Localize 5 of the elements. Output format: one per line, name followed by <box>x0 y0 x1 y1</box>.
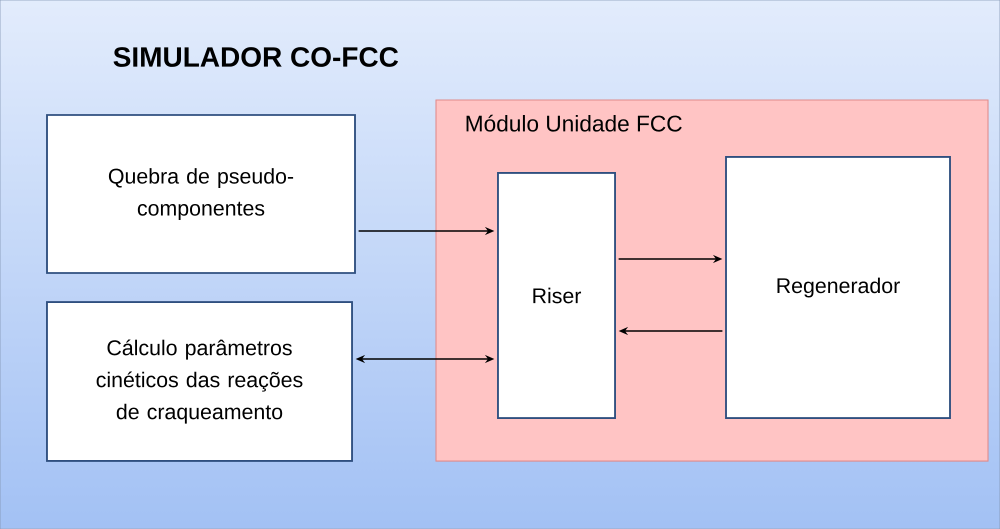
process-box: Cálculo parâmetros cinéticos das reações de craqueamento <box>46 301 353 462</box>
process-box: Quebra de pseudo-componentes <box>46 114 356 274</box>
process-box: Regenerador <box>725 156 951 419</box>
process-box: Riser <box>497 172 616 419</box>
title: SIMULADOR CO-FCC <box>114 47 398 67</box>
